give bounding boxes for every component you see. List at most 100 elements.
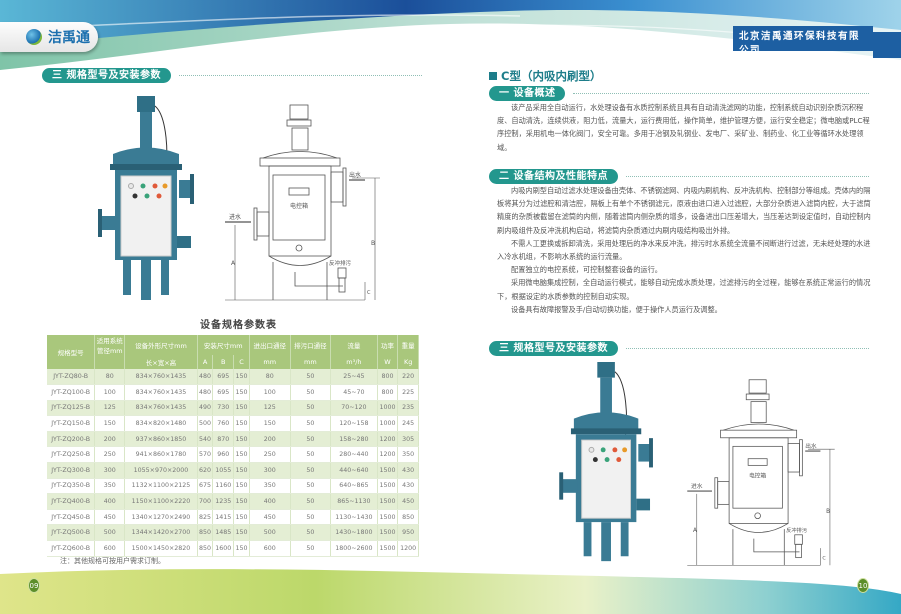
table-cell: 100 xyxy=(249,384,291,401)
col-subheader: Kg xyxy=(397,355,419,369)
table-cell: 865~1130 xyxy=(330,493,378,510)
table-cell: 1344×1420×2700 xyxy=(124,524,198,542)
table-cell: 250 xyxy=(94,446,126,464)
section-title: 二 设备结构及性能特点 xyxy=(489,169,618,184)
table-cell: 1200 xyxy=(377,446,399,464)
table-cell: 150 xyxy=(233,509,250,526)
table-cell: 937×860×1850 xyxy=(124,431,198,448)
table-cell: 150 xyxy=(233,524,250,542)
col-subheader: mm xyxy=(290,355,332,369)
table-cell: 570 xyxy=(197,446,214,464)
table-cell: 834×760×1435 xyxy=(124,400,198,417)
square-bullet-icon xyxy=(489,72,497,80)
product-photo-filter xyxy=(95,95,205,307)
table-cell: 280~440 xyxy=(330,446,378,464)
label-dim-a: A xyxy=(231,260,236,267)
table-cell: 150 xyxy=(233,384,250,401)
col-header: 规格型号 xyxy=(47,335,96,369)
table-cell: 1500 xyxy=(377,524,399,542)
table-cell: 125 xyxy=(94,400,126,417)
table-cell: 250 xyxy=(249,446,291,464)
label-outlet: 出水 xyxy=(805,442,817,450)
col-subheader: 长×宽×高 xyxy=(124,355,198,369)
table-cell: 150 xyxy=(233,446,250,464)
table-title: 设备规格参数表 xyxy=(200,320,277,331)
col-subheader: W xyxy=(377,355,399,369)
table-cell: 25~45 xyxy=(330,369,378,386)
col-subheader: C xyxy=(233,355,250,369)
table-cell: 1415 xyxy=(212,509,235,526)
col-subheader: m³/h xyxy=(330,355,378,369)
table-cell: 1500 xyxy=(377,540,399,557)
table-cell: 730 xyxy=(212,400,235,417)
features-text: 内吸内刷型自动过滤水处理设备由壳体、不锈钢滤网、内吸内刷机构、反冲洗机构、控制部… xyxy=(497,184,871,316)
table-cell: 50 xyxy=(290,369,332,386)
table-cell: 150 xyxy=(233,415,250,432)
table-cell: 50 xyxy=(290,540,332,557)
table-cell: JYT-ZQ600-B xyxy=(47,540,96,557)
table-cell: 1500 xyxy=(377,462,399,479)
logo-text: 洁禹通 xyxy=(48,30,90,46)
table-cell: 1132×1100×2125 xyxy=(124,478,198,495)
table-cell: 1055×970×2000 xyxy=(124,462,198,479)
table-cell: 1055 xyxy=(212,462,235,479)
table-cell: 1130~1430 xyxy=(330,509,378,526)
table-cell: 1000 xyxy=(377,415,399,432)
company-badge-tab xyxy=(873,32,901,58)
table-cell: 850 xyxy=(397,509,419,526)
table-cell: 500 xyxy=(197,415,214,432)
table-cell: JYT-ZQ350-B xyxy=(47,478,96,495)
table-cell: 450 xyxy=(249,509,291,526)
table-cell: 1200 xyxy=(397,540,419,557)
table-cell: 540 xyxy=(197,431,214,448)
table-cell: 850 xyxy=(197,540,214,557)
table-cell: 50 xyxy=(290,415,332,432)
dotted-divider xyxy=(625,176,869,177)
table-cell: 100 xyxy=(94,384,126,401)
table-cell: 350 xyxy=(249,478,291,495)
table-cell: 400 xyxy=(94,493,126,510)
table-cell: 50 xyxy=(290,478,332,495)
table-cell: 1430~1800 xyxy=(330,524,378,542)
table-cell: 800 xyxy=(377,369,399,386)
label-dim-b: B xyxy=(371,240,375,247)
label-backwash-drain: 反冲排污 xyxy=(786,526,807,534)
table-cell: 200 xyxy=(249,431,291,448)
table-cell: 200 xyxy=(94,431,126,448)
col-header: 设备外形尺寸mm xyxy=(124,335,198,355)
table-cell: 50 xyxy=(290,524,332,542)
company-name-cn: 北京洁禹通环保科技有限公司 xyxy=(739,31,861,56)
table-cell: 870 xyxy=(212,431,235,448)
table-cell: 350 xyxy=(94,478,126,495)
table-cell: 1235 xyxy=(212,493,235,510)
table-cell: 235 xyxy=(397,400,419,417)
table-cell: 220 xyxy=(397,369,419,386)
company-name-en: Beijing Kerrytone Environmental Protecti… xyxy=(739,57,867,62)
col-header: 进出口通径 xyxy=(249,335,291,355)
table-cell: 490 xyxy=(197,400,214,417)
label-dim-c: C xyxy=(822,556,826,562)
table-cell: JYT-ZQ100-B xyxy=(47,384,96,401)
table-cell: 834×820×1480 xyxy=(124,415,198,432)
table-cell: 500 xyxy=(94,524,126,542)
col-subheader: mm xyxy=(249,355,291,369)
table-cell: 305 xyxy=(397,431,419,448)
table-cell: 1160 xyxy=(212,478,235,495)
feature-paragraph: 内吸内刷型自动过滤水处理设备由壳体、不锈钢滤网、内吸内刷机构、反冲洗机构、控制部… xyxy=(497,186,871,235)
col-subheader: B xyxy=(212,355,235,369)
table-cell: JYT-ZQ80-B xyxy=(47,369,96,386)
table-cell: 480 xyxy=(197,369,214,386)
table-cell: 440~640 xyxy=(330,462,378,479)
label-dim-a: A xyxy=(693,528,697,534)
table-cell: 850 xyxy=(197,524,214,542)
table-cell: JYT-ZQ250-B xyxy=(47,446,96,464)
table-cell: 640~865 xyxy=(330,478,378,495)
